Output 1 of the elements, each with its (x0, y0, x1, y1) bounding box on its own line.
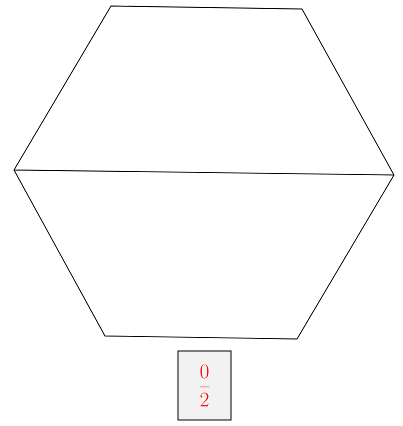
fraction-card: $\frac{0}{2}$ (178, 350, 232, 420)
